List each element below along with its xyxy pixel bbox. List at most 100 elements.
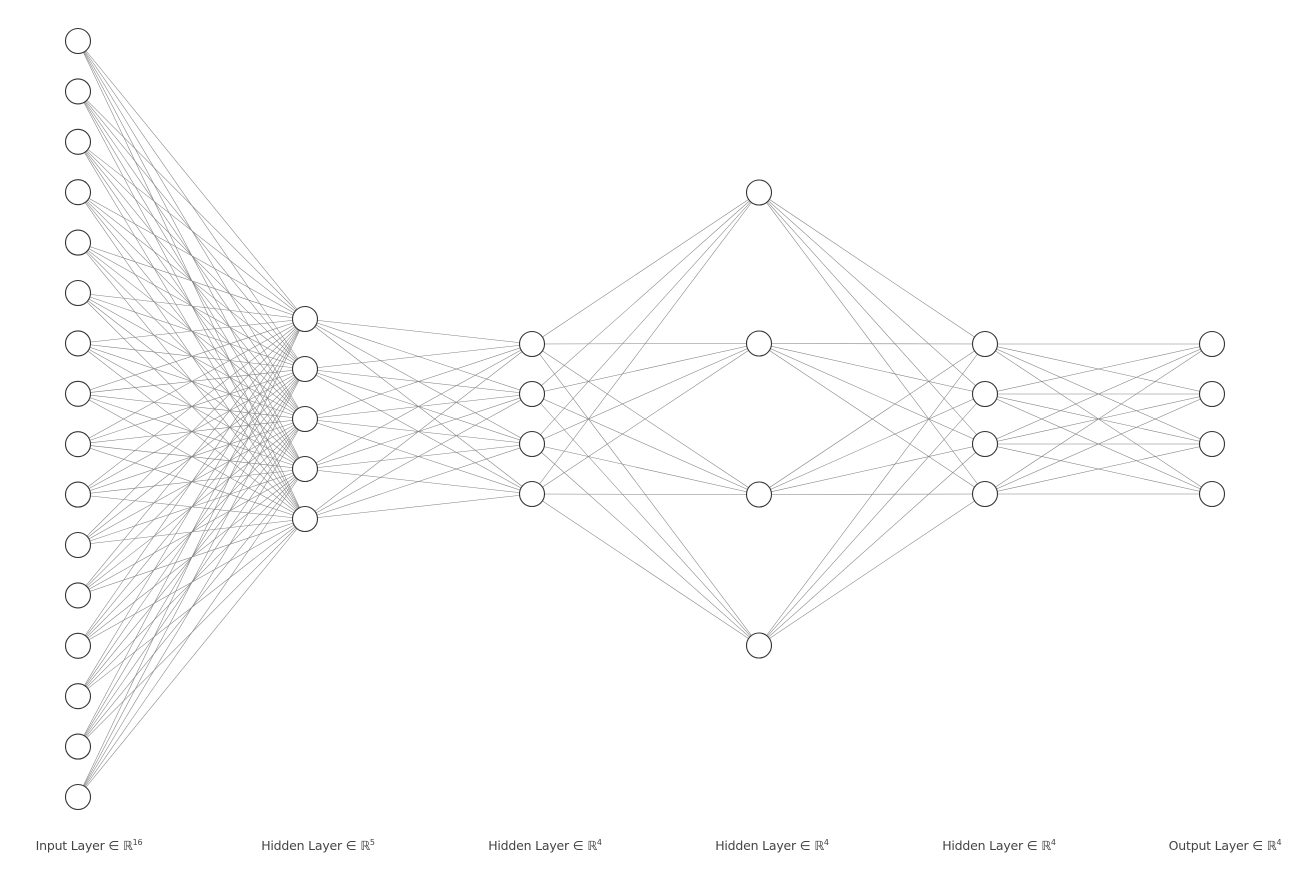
neuron-layer-5-node-1 (1198, 380, 1226, 408)
edge-l2-n2-to-l3-n0 (531, 192, 760, 445)
edge-l4-n2-to-l5-n0 (984, 343, 1213, 445)
edge-l0-n15-to-l1-n0 (77, 318, 306, 798)
neuron-layer-2-node-0 (518, 330, 546, 358)
edge-l3-n1-to-l4-n1 (758, 343, 986, 395)
edge-l1-n4-to-l2-n1 (304, 393, 533, 520)
neuron-layer-3-node-1 (745, 330, 773, 357)
layer-label-input: Input Layer ∈ ℝ16 (0, 838, 179, 853)
edge-l2-n1-to-l3-n1 (531, 343, 760, 395)
edge-l1-n0-to-l2-n0 (304, 318, 533, 345)
neuron-layer-4-node-1 (971, 380, 999, 408)
neuron-layer-0-node-8 (64, 431, 92, 458)
member-symbol: ∈ ℝ (345, 838, 370, 853)
layer-name: Hidden Layer (942, 838, 1023, 853)
edge-l0-n2-to-l1-n0 (77, 141, 306, 320)
neuron-layer-1-node-3 (291, 455, 319, 483)
layer-name: Hidden Layer (715, 838, 796, 853)
layer-dimension: 4 (596, 837, 602, 847)
neuron-layer-0-node-14 (64, 733, 92, 760)
layer-dimension: 4 (823, 837, 829, 847)
edge-l3-n1-to-l4-n3 (758, 343, 986, 495)
edge-l2-n0-to-l3-n3 (531, 343, 760, 646)
neuron-layer-0-node-1 (64, 78, 92, 105)
edge-l4-n1-to-l5-n0 (984, 343, 1213, 395)
neuron-layer-0-node-5 (64, 279, 92, 307)
edge-l4-n3-to-l5-n2 (984, 443, 1213, 495)
neuron-layer-5-node-2 (1198, 430, 1226, 458)
neuron-layer-2-node-1 (518, 380, 546, 408)
edge-l2-n3-to-l3-n2 (531, 493, 760, 495)
edge-l0-n15-to-l1-n4 (77, 518, 306, 798)
edge-l1-n4-to-l2-n3 (304, 493, 533, 520)
layer-label-hidden-1: Hidden Layer ∈ ℝ5 (228, 838, 408, 853)
edge-l2-n1-to-l3-n3 (531, 393, 760, 646)
layer-name: Hidden Layer (488, 838, 569, 853)
neuron-layer-0-node-15 (64, 783, 92, 811)
neuron-layer-0-node-12 (64, 632, 92, 659)
layer-name: Hidden Layer (261, 838, 342, 853)
edge-l3-n0-to-l4-n1 (758, 192, 986, 395)
edge-l0-n5-to-l1-n0 (77, 292, 306, 320)
edge-l3-n3-to-l4-n3 (758, 493, 986, 646)
layer-dimension: 5 (369, 837, 375, 847)
edge-l2-n2-to-l3-n3 (531, 443, 760, 646)
neuron-layer-0-node-9 (64, 481, 92, 508)
edge-l2-n2-to-l3-n2 (531, 443, 760, 495)
edge-l2-n0-to-l3-n0 (531, 192, 760, 345)
edge-l3-n2-to-l4-n1 (758, 393, 986, 495)
layer-dimension: 4 (1276, 837, 1282, 847)
neuron-layer-4-node-3 (971, 480, 999, 508)
edge-l3-n3-to-l4-n0 (758, 343, 986, 646)
edge-l0-n15-to-l1-n1 (77, 368, 306, 798)
edge-l3-n3-to-l4-n2 (758, 443, 986, 646)
neuron-layer-0-node-13 (64, 683, 92, 710)
edge-l4-n3-to-l5-n1 (984, 393, 1213, 495)
edge-l0-n15-to-l1-n3 (77, 468, 306, 798)
edge-l0-n8-to-l1-n0 (77, 318, 306, 445)
edge-l0-n0-to-l1-n0 (77, 40, 306, 320)
neuron-layer-1-node-0 (291, 305, 319, 333)
neuron-layer-5-node-0 (1198, 330, 1226, 358)
edge-l3-n2-to-l4-n2 (758, 443, 986, 495)
member-symbol: ∈ ℝ (799, 838, 824, 853)
edge-l2-n1-to-l3-n2 (531, 393, 760, 495)
edge-l0-n4-to-l1-n0 (77, 242, 306, 320)
edge-l2-n2-to-l3-n1 (531, 343, 760, 445)
edge-l4-n3-to-l5-n0 (984, 343, 1213, 495)
edge-l2-n3-to-l3-n0 (531, 192, 760, 495)
neuron-layer-0-node-7 (64, 380, 92, 407)
connection-edges (77, 40, 1213, 798)
neuron-layer-3-node-0 (745, 179, 773, 206)
edge-l3-n2-to-l4-n3 (758, 493, 986, 495)
edge-l2-n3-to-l3-n1 (531, 343, 760, 495)
neuron-layer-4-node-2 (971, 430, 999, 458)
edge-l2-n1-to-l3-n0 (531, 192, 760, 395)
edge-l1-n2-to-l2-n0 (304, 343, 533, 420)
neuron-layer-0-node-0 (64, 27, 92, 55)
edge-l3-n2-to-l4-n0 (758, 343, 986, 495)
edge-l3-n3-to-l4-n1 (758, 393, 986, 646)
layer-name: Output Layer (1168, 838, 1249, 853)
edge-l0-n7-to-l1-n0 (77, 318, 306, 395)
edge-l0-n11-to-l1-n0 (77, 318, 306, 596)
edge-l1-n4-to-l2-n0 (304, 343, 533, 520)
layer-dimension: 4 (1050, 837, 1056, 847)
layer-label-hidden-3: Hidden Layer ∈ ℝ4 (682, 838, 862, 853)
neuron-layer-0-node-6 (64, 330, 92, 357)
neuron-nodes (64, 27, 1226, 811)
edge-l2-n3-to-l3-n3 (531, 493, 760, 646)
edge-l3-n0-to-l4-n0 (758, 192, 986, 345)
neuron-layer-3-node-2 (745, 481, 773, 508)
neuron-layer-4-node-0 (971, 330, 999, 358)
edge-l0-n12-to-l1-n0 (77, 318, 306, 646)
neuron-layer-0-node-10 (64, 531, 92, 559)
edge-l2-n0-to-l3-n2 (531, 343, 760, 495)
edge-l1-n4-to-l2-n2 (304, 443, 533, 520)
layer-label-hidden-2: Hidden Layer ∈ ℝ4 (455, 838, 635, 853)
edge-l0-n9-to-l1-n0 (77, 318, 306, 495)
neuron-layer-1-node-1 (291, 355, 319, 383)
edge-l1-n1-to-l2-n0 (304, 343, 533, 370)
member-symbol: ∈ ℝ (108, 838, 133, 853)
edge-l0-n6-to-l1-n0 (77, 318, 306, 344)
edge-l3-n1-to-l4-n2 (758, 343, 986, 445)
